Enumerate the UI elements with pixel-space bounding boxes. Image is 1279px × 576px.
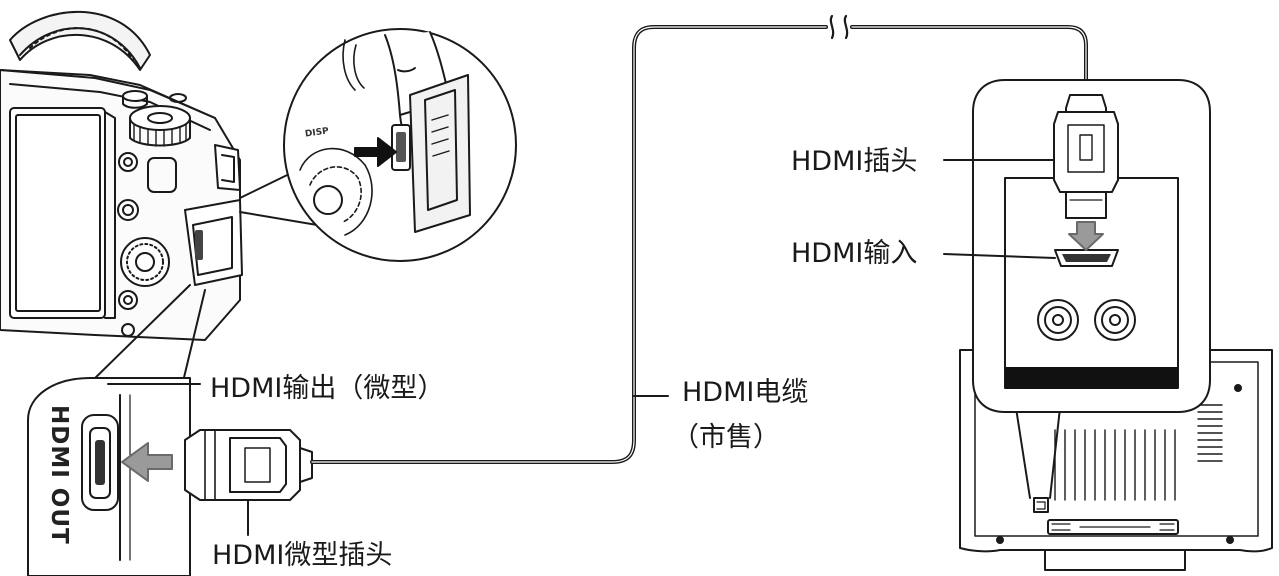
hdmi-cable-note-label: （市售） [672,422,780,453]
hdmi-cable-line [310,14,1088,464]
hdmi-out-detail [27,284,206,576]
camera-illustration [0,10,243,341]
hdmi-cable-label: HDMI电缆 [682,377,809,408]
hdmi-plug-label: HDMI插头 [791,146,918,177]
hdmi-micro-plug-label: HDMI微型插头 [212,540,393,571]
tv-port-detail-bubble [972,79,1211,413]
hdmi-micro-plug-illustration [184,429,313,536]
hdmi-input-leader [943,253,1056,259]
hdmi-output-micro-label: HDMI输出（微型） [210,373,445,404]
zoom-detail-circle [239,28,517,262]
hdmi-out-port-text: HDMI OUT [46,405,72,545]
hdmi-input-label: HDMI输入 [791,238,918,269]
